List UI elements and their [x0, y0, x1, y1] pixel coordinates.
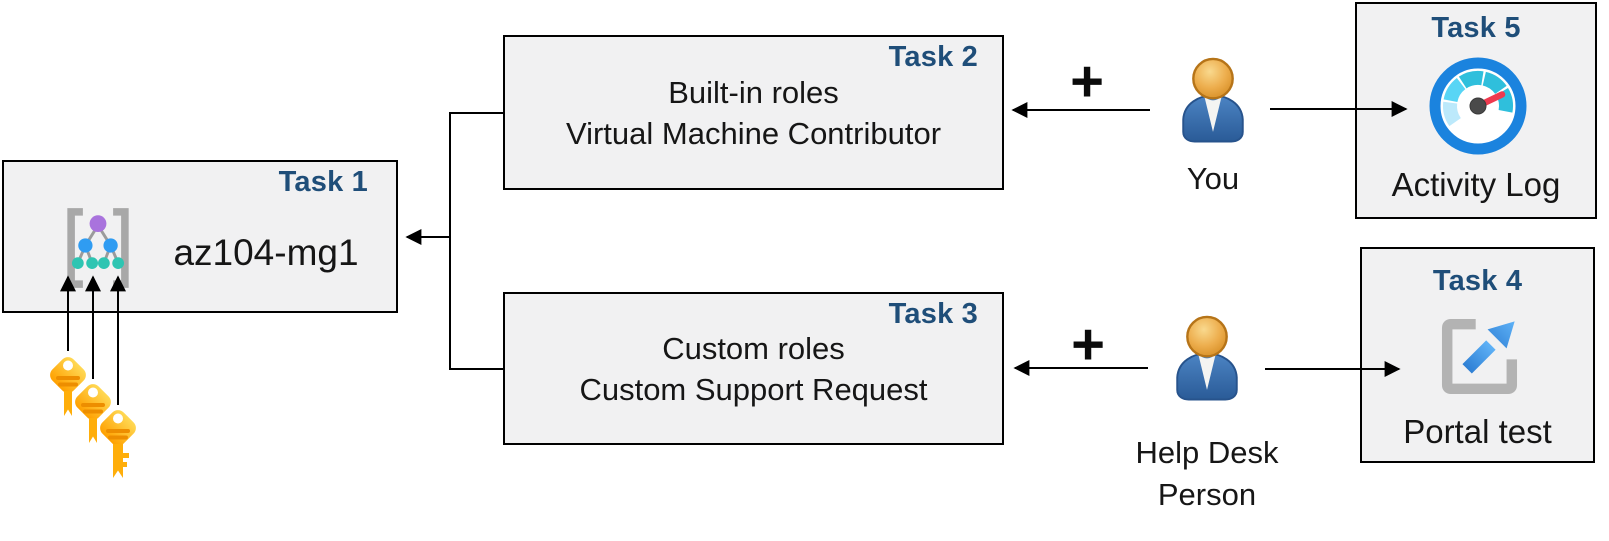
management-group-icon: [67, 208, 129, 288]
external-link-shaft: [1462, 340, 1496, 374]
task2-box: Task 2 Built-in roles Virtual Machine Co…: [503, 35, 1004, 190]
external-link-icon: [1441, 318, 1518, 395]
task4-box: Task 4 Portal test: [1360, 247, 1595, 463]
mg-leaf-node: [71, 257, 84, 269]
mg-mid-node: [103, 238, 118, 253]
key-icon: [75, 384, 111, 443]
plus-sign-top: +: [1070, 49, 1104, 114]
actor-help-desk-label-line1: Help Desk: [1135, 435, 1279, 470]
key-icon: [50, 357, 86, 416]
person-head: [1192, 57, 1234, 100]
task3-text: Custom roles Custom Support Request: [505, 294, 1002, 443]
person-head: [1186, 315, 1228, 358]
actor-help-desk-label: Help Desk Person: [1097, 432, 1317, 516]
person-icon: [1176, 315, 1238, 401]
gauge-hub: [1469, 97, 1487, 115]
task3-line1: Custom roles: [662, 330, 845, 366]
mg-root-node: [89, 215, 107, 233]
mg-leaf-node: [98, 257, 110, 269]
task4-label: Task 4: [1432, 265, 1523, 297]
gauge-icon: [1429, 57, 1527, 155]
external-link-head: [1487, 321, 1515, 349]
person-collar: [1204, 96, 1222, 132]
task1-label: Task 1: [278, 166, 368, 198]
key-icons: [50, 357, 136, 478]
task2-line2: Virtual Machine Contributor: [565, 115, 942, 151]
actor-help-desk-label-line2: Person: [1157, 477, 1257, 512]
task1-box: Task 1 az104-mg1: [2, 160, 398, 313]
mg-mid-node: [78, 238, 93, 253]
key-icon: [100, 410, 136, 478]
bracket-connector: [449, 112, 503, 370]
plus-sign-bottom: +: [1071, 312, 1105, 377]
management-group-name: az104-mg1: [173, 232, 359, 273]
task2-label: Task 2: [888, 41, 978, 73]
task2-text: Built-in roles Virtual Machine Contribut…: [505, 37, 1002, 188]
mg-leaf-node: [112, 257, 125, 269]
task3-label: Task 3: [888, 298, 978, 330]
task3-line2: Custom Support Request: [579, 371, 928, 407]
task4-caption: Portal test: [1403, 413, 1552, 450]
actor-you-label: You: [1186, 161, 1240, 196]
actor-help-desk: [1159, 314, 1255, 414]
task5-label: Task 5: [1431, 12, 1521, 44]
person-icon: [1182, 57, 1244, 143]
actor-you: [1165, 56, 1261, 156]
task2-line1: Built-in roles: [668, 74, 839, 110]
task5-caption: Activity Log: [1391, 166, 1561, 203]
task3-box: Task 3 Custom roles Custom Support Reque…: [503, 292, 1004, 445]
mg-bracket-left: [67, 208, 83, 288]
person-collar: [1198, 354, 1216, 390]
mg-leaf-node: [86, 257, 98, 269]
external-link-frame: [1441, 318, 1518, 395]
task5-box: Task 5 Activity Log: [1355, 2, 1597, 219]
